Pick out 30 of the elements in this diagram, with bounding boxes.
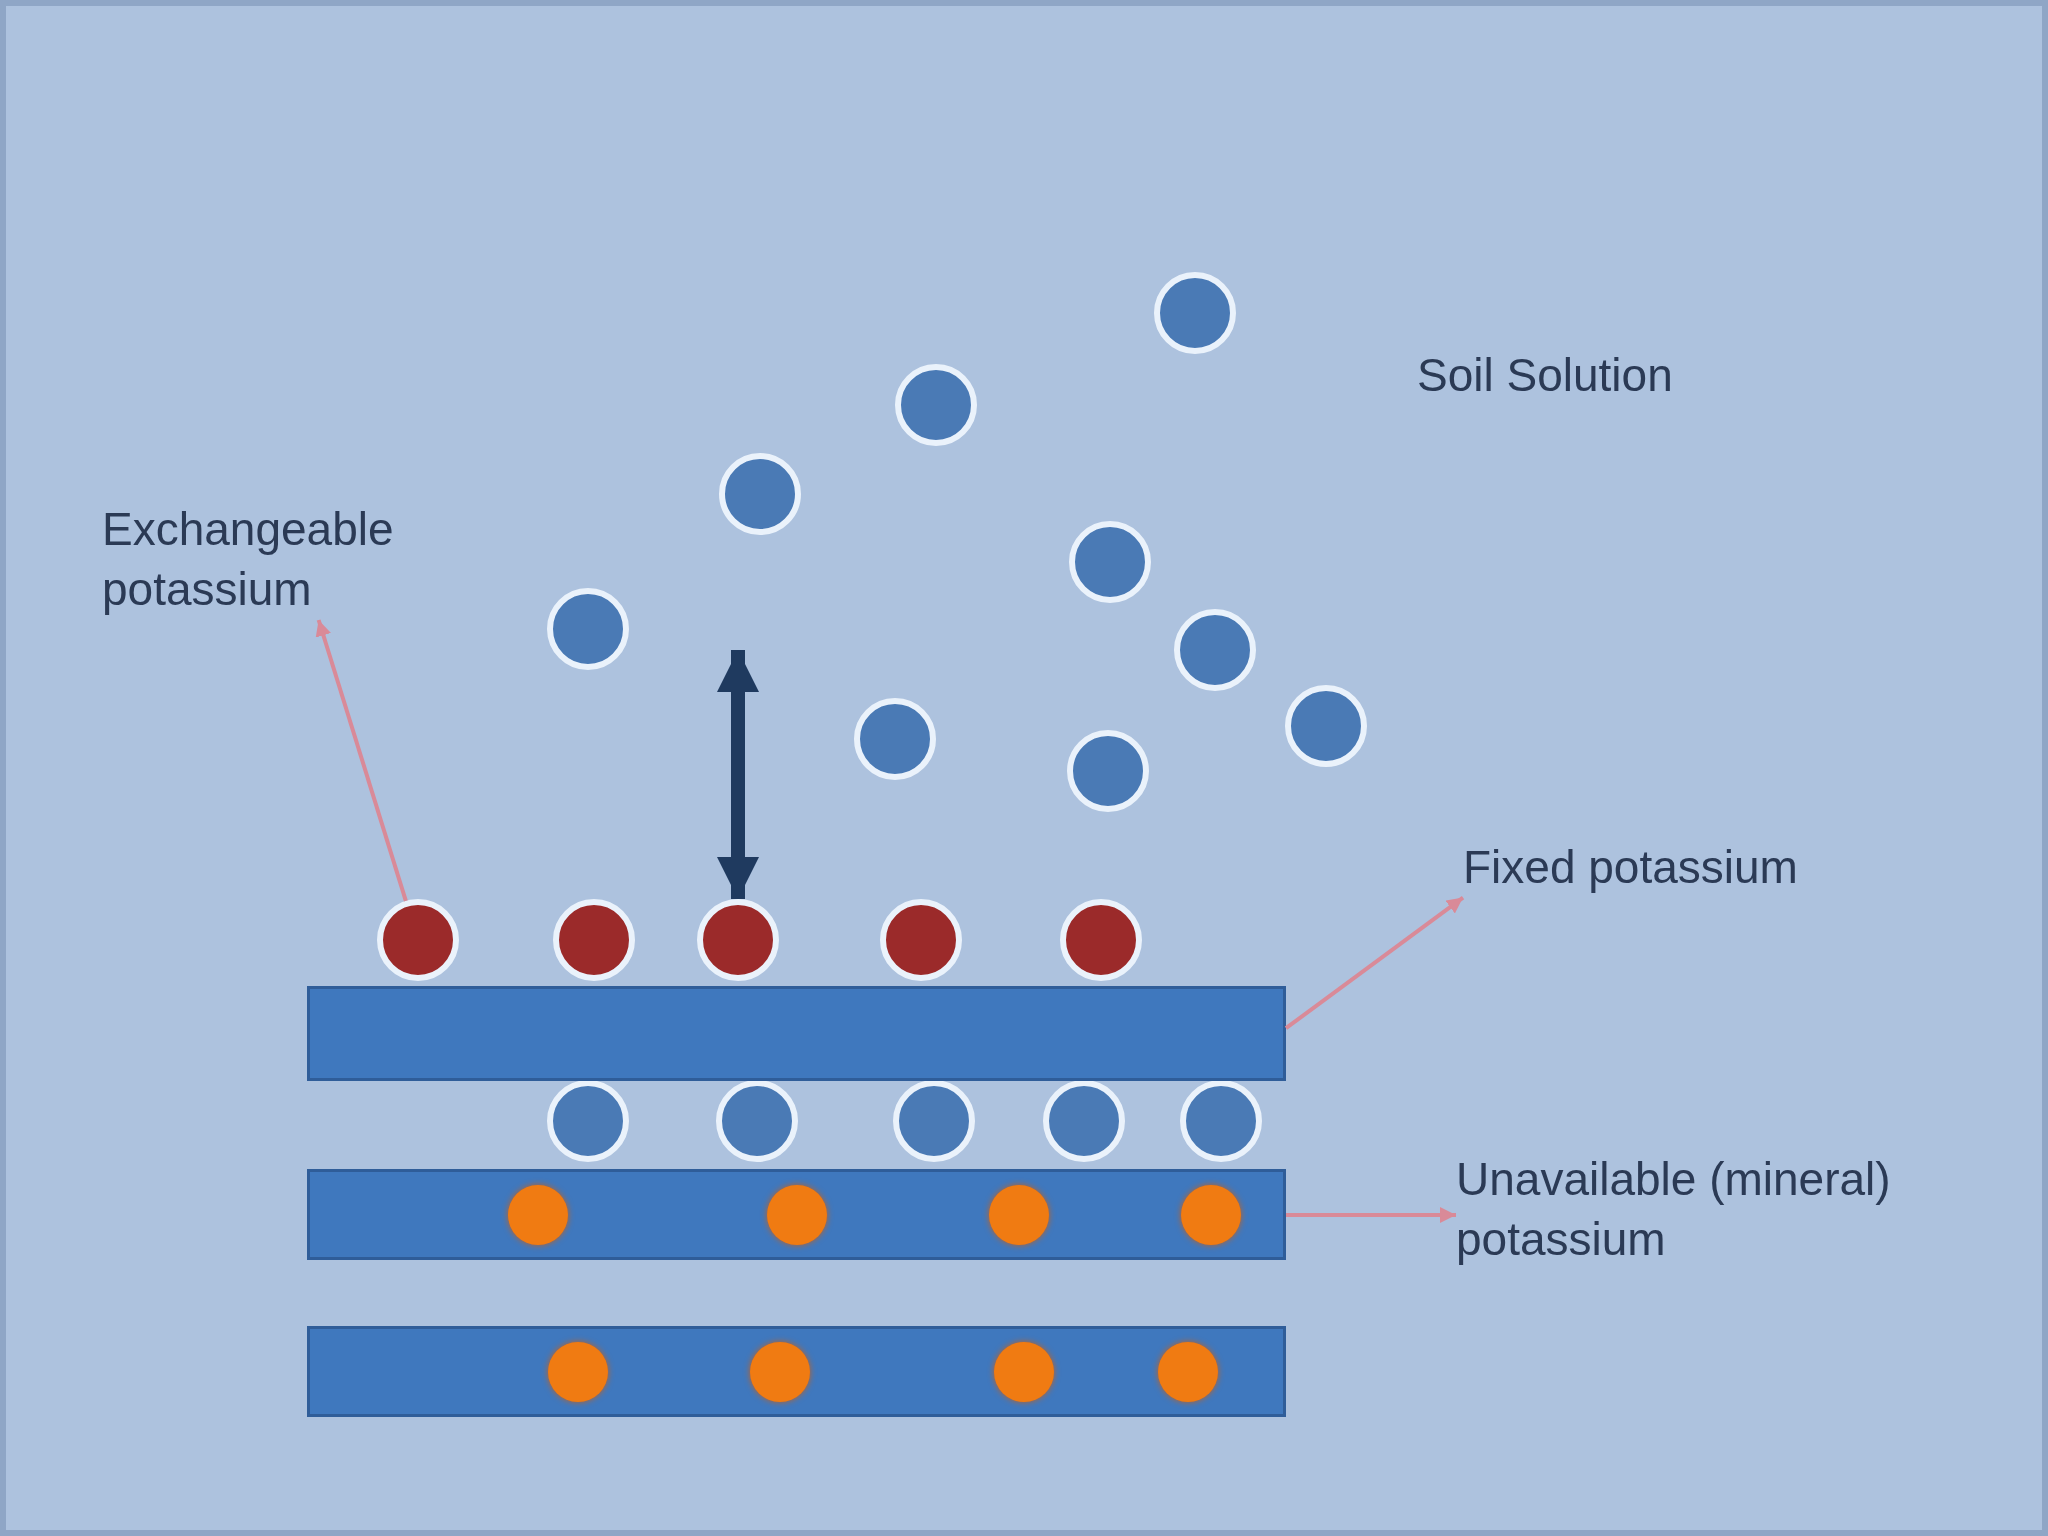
- ion-circle: [1180, 1080, 1262, 1162]
- ion-circle: [1069, 521, 1151, 603]
- mineral-layer: [307, 1169, 1286, 1260]
- mineral-layer: [307, 1326, 1286, 1417]
- callout-label: Exchangeable potassium: [102, 500, 502, 620]
- clay-layer: [307, 986, 1286, 1081]
- ion-circle: [1174, 609, 1256, 691]
- ion-circle: [1285, 685, 1367, 767]
- callout-label: Fixed potassium: [1463, 838, 1903, 900]
- double-arrow: [717, 650, 759, 899]
- ion-circle: [854, 698, 936, 780]
- potassium-ion: [880, 899, 962, 981]
- ion-circle: [716, 1080, 798, 1162]
- leader-line: [1286, 1207, 1456, 1223]
- ion-circle: [547, 1080, 629, 1162]
- ion-circle: [893, 1080, 975, 1162]
- ion-circle: [895, 364, 977, 446]
- ion-circle: [1043, 1080, 1125, 1162]
- potassium-ion: [697, 899, 779, 981]
- region-label: Soil Solution: [1417, 348, 1673, 403]
- ion-circle: [719, 453, 801, 535]
- potassium-ion: [553, 899, 635, 981]
- ion-circle: [1154, 272, 1236, 354]
- ion-circle: [547, 588, 629, 670]
- callout-label: Unavailable (mineral) potassium: [1456, 1150, 2016, 1270]
- ion-circle: [1067, 730, 1149, 812]
- leader-line: [315, 619, 408, 902]
- leader-line: [1284, 895, 1465, 1030]
- potassium-ion: [1060, 899, 1142, 981]
- potassium-ion: [377, 899, 459, 981]
